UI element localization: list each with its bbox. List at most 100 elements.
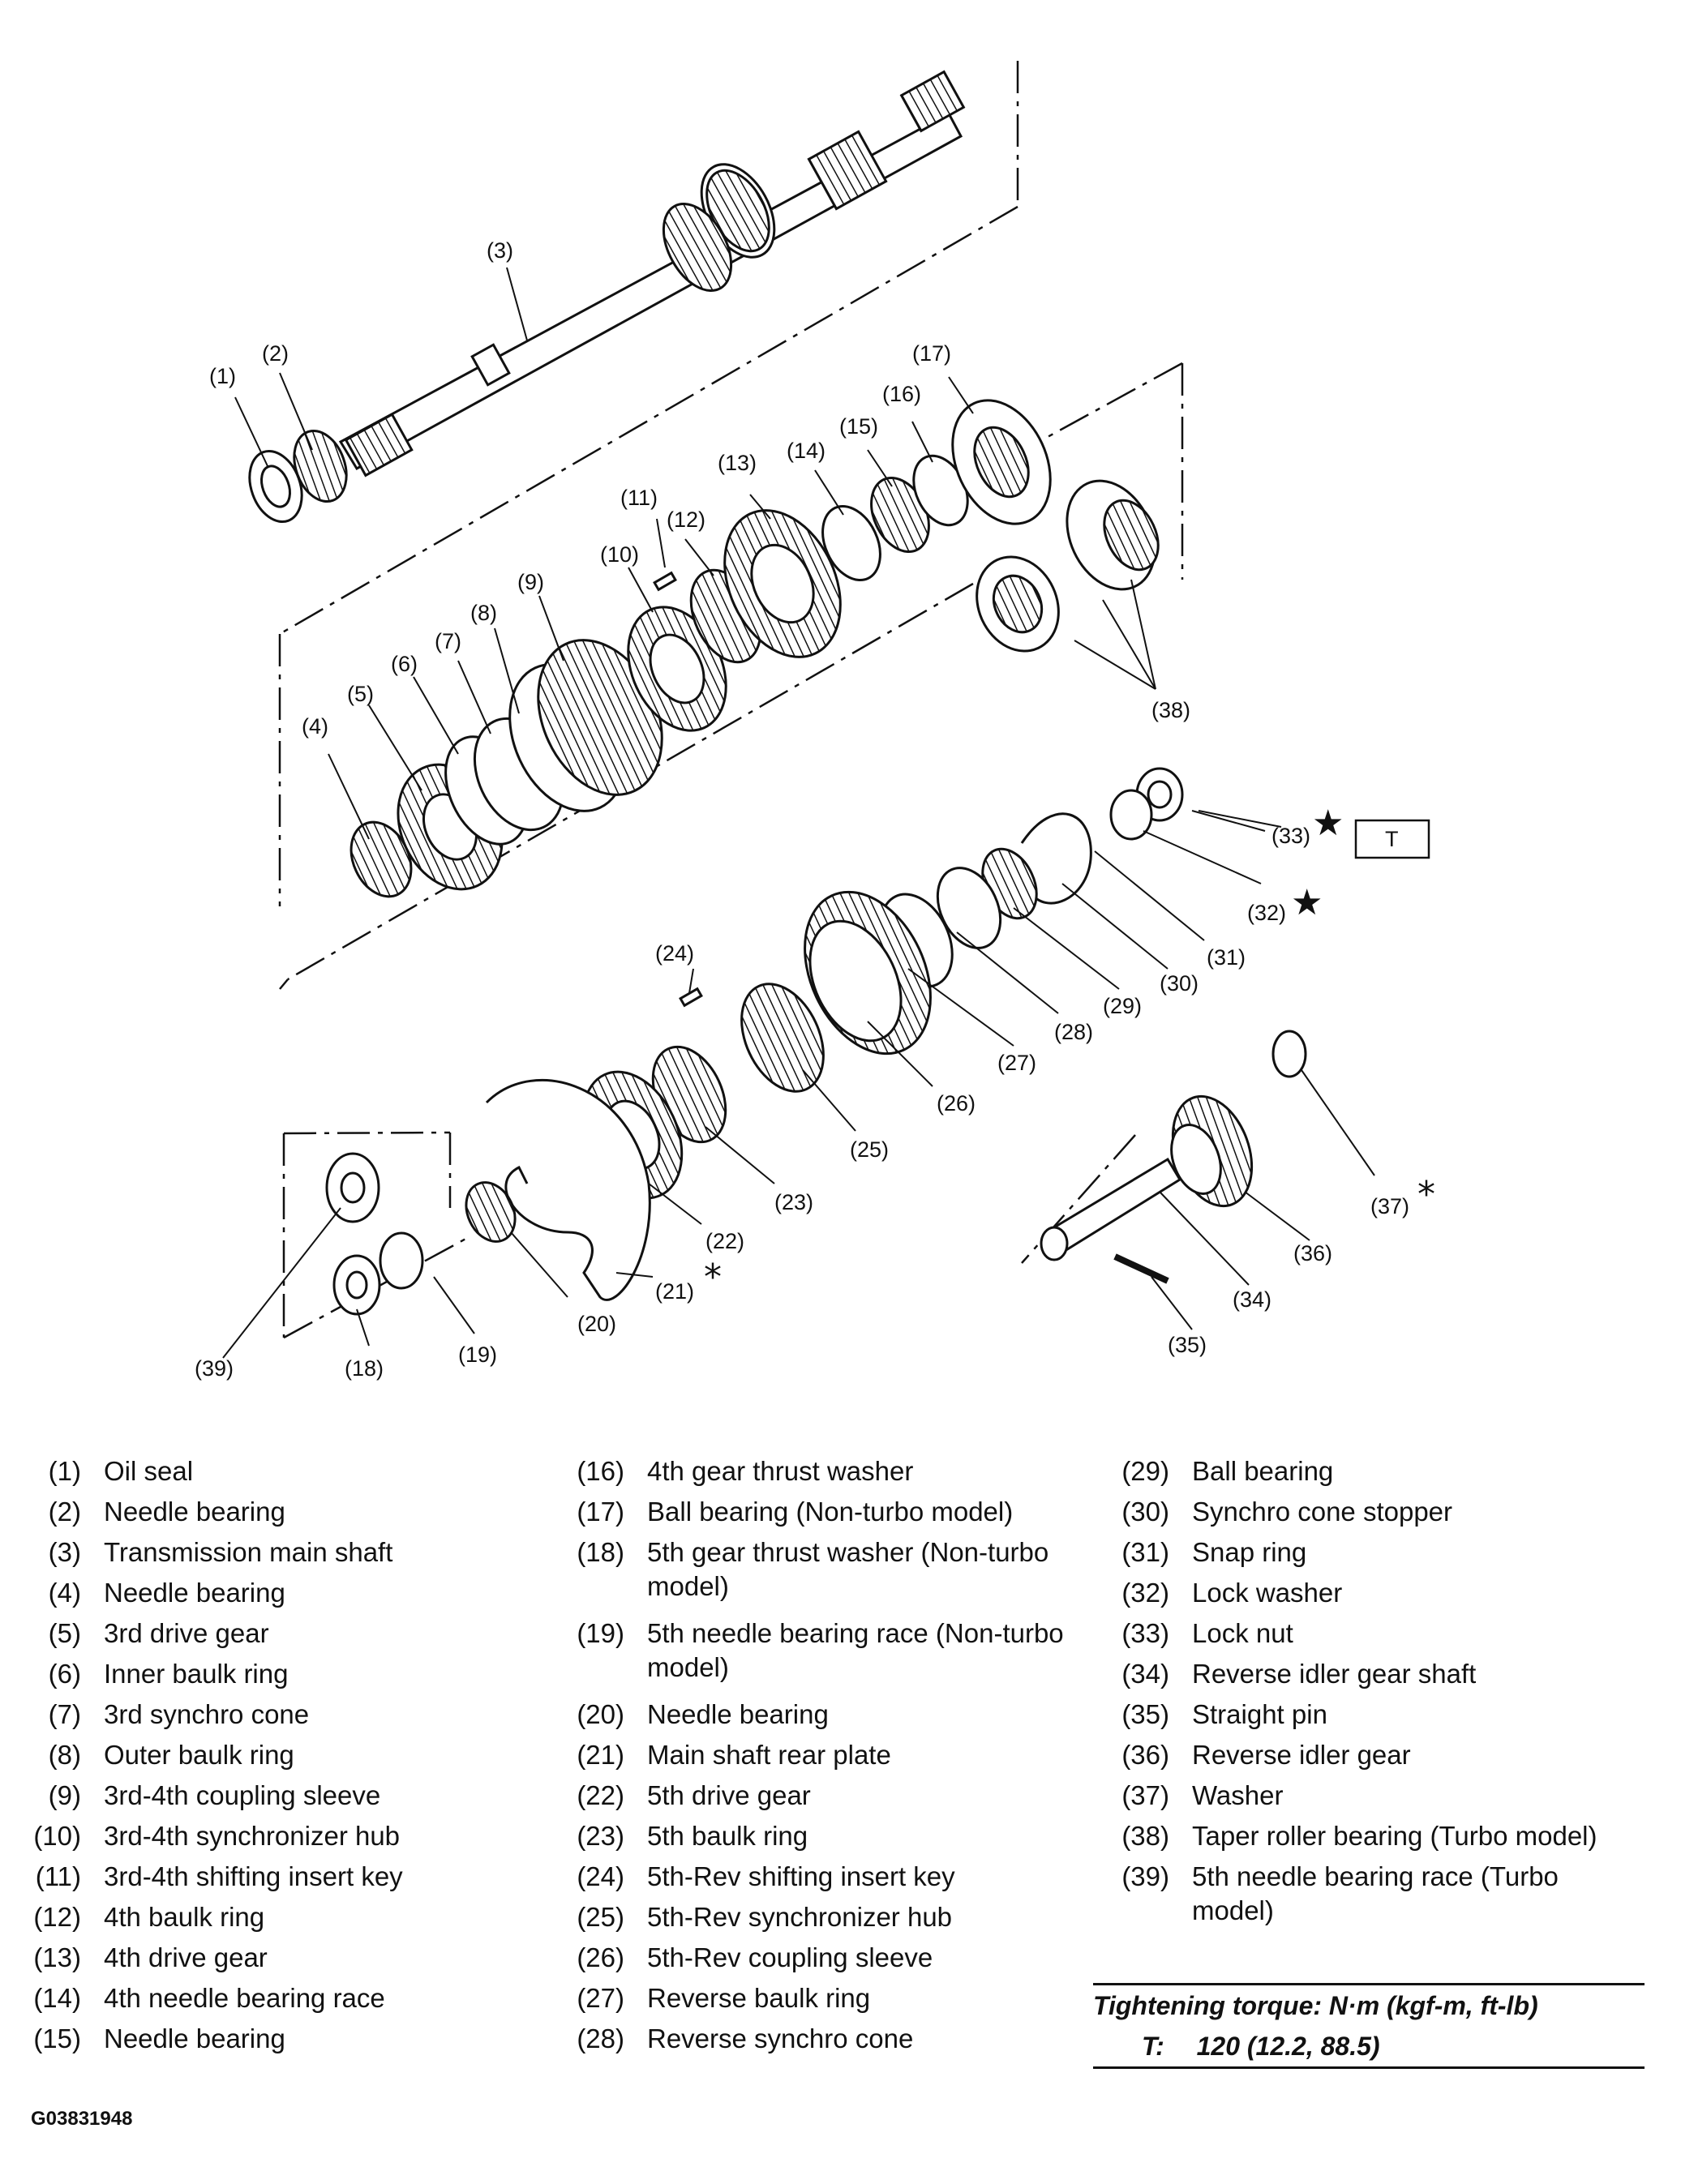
legend-text: Transmission main shaft: [104, 1537, 393, 1567]
callout-7: (7): [435, 629, 461, 653]
callout-19: (19): [458, 1343, 497, 1367]
legend-num: (10): [33, 1821, 81, 1851]
legend-num: (24): [577, 1861, 624, 1891]
legend-num: (22): [577, 1780, 624, 1810]
callout-3: (3): [487, 238, 513, 263]
legend-text: 4th drive gear: [104, 1942, 268, 1972]
legend-num: (36): [1121, 1740, 1169, 1770]
legend-num: (3): [48, 1537, 81, 1567]
legend-num: (26): [577, 1942, 624, 1972]
callout-38: (38): [1151, 698, 1190, 722]
legend-text: 4th baulk ring: [104, 1902, 265, 1932]
legend-text: Washer: [1192, 1780, 1284, 1810]
legend-text: Reverse idler gear: [1192, 1740, 1411, 1770]
legend-text: Reverse baulk ring: [647, 1983, 871, 2013]
legend-text: Outer baulk ring: [104, 1740, 294, 1770]
callout-1: (1): [209, 364, 236, 388]
callout-26: (26): [937, 1091, 976, 1116]
legend-num: (1): [48, 1456, 81, 1486]
callout-2: (2): [262, 341, 289, 366]
legend-text: Inner baulk ring: [104, 1659, 289, 1689]
parts-legend: (1)Oil seal (2)Needle bearing (3)Transmi…: [0, 1451, 1681, 2053]
legend-text: Snap ring: [1192, 1537, 1307, 1567]
legend-text: Ball bearing: [1192, 1456, 1334, 1486]
tightening-torque-box: Tightening torque: N·m (kgf-m, ft-lb) T:…: [1093, 1983, 1645, 2069]
legend-num: (28): [577, 2023, 624, 2053]
callout-9: (9): [517, 570, 544, 594]
callout-15: (15): [839, 414, 878, 439]
legend-text: 5th needle bearing race (Non-turbo model…: [647, 1618, 1064, 1682]
callout-14: (14): [787, 439, 825, 463]
asterisk-21: *: [704, 1257, 722, 1298]
legend-text: Taper roller bearing (Turbo model): [1192, 1821, 1597, 1851]
legend-text: Needle bearing: [104, 1578, 285, 1608]
callout-32: (32): [1247, 901, 1286, 925]
legend-text: Reverse idler gear shaft: [1192, 1659, 1477, 1689]
callout-35: (35): [1168, 1333, 1207, 1357]
legend-text: 3rd synchro cone: [104, 1699, 310, 1729]
callout-13: (13): [718, 451, 757, 475]
callout-10: (10): [600, 542, 639, 567]
legend-num: (32): [1121, 1578, 1169, 1608]
legend-num: (11): [35, 1861, 81, 1891]
legend-num: (2): [48, 1497, 81, 1527]
callout-24: (24): [655, 941, 694, 966]
legend-text: Synchro cone stopper: [1192, 1497, 1453, 1527]
legend-text: 3rd-4th synchronizer hub: [104, 1821, 401, 1851]
callout-12: (12): [667, 507, 705, 532]
callout-37: (37): [1370, 1194, 1409, 1218]
torque-heading: Tightening torque: N·m (kgf-m, ft-lb): [1093, 1991, 1538, 2020]
asterisk-37: *: [1417, 1174, 1435, 1215]
callout-33: (33): [1271, 824, 1310, 848]
legend-num: (9): [48, 1780, 81, 1810]
callout-23: (23): [774, 1190, 813, 1214]
callout-20: (20): [577, 1312, 616, 1336]
legend-text: 4th needle bearing race: [104, 1983, 385, 2013]
legend-text: Needle bearing: [647, 1699, 829, 1729]
legend-num: (6): [48, 1659, 81, 1689]
torque-value-row: T: 120 (12.2, 88.5): [1093, 2026, 1645, 2066]
legend-num: (29): [1121, 1456, 1169, 1486]
torque-label: T:: [1142, 2032, 1164, 2061]
exploded-view-diagram: (1) (2) (3) (4) (5) (6) (7) (8) (9) (10)…: [195, 61, 1435, 1381]
callout-29: (29): [1103, 994, 1142, 1018]
legend-text: 5th drive gear: [647, 1780, 811, 1810]
figure-id: G03831948: [31, 2108, 133, 2130]
legend-num: (35): [1121, 1699, 1169, 1729]
torque-value: 120 (12.2, 88.5): [1196, 2032, 1380, 2061]
callout-6: (6): [391, 652, 418, 676]
legend-text: 3rd-4th coupling sleeve: [104, 1780, 381, 1810]
torque-rule-top: [1093, 1983, 1645, 1985]
star-32: ★: [1291, 882, 1323, 923]
legend-num: (34): [1121, 1659, 1169, 1689]
callout-18: (18): [345, 1356, 384, 1381]
legend-num: (31): [1121, 1537, 1169, 1567]
callout-16: (16): [882, 382, 921, 406]
legend-num: (39): [1121, 1861, 1169, 1891]
legend-num: (7): [48, 1699, 81, 1729]
callout-17: (17): [912, 341, 951, 366]
callout-28: (28): [1054, 1020, 1093, 1044]
legend-text: Straight pin: [1192, 1699, 1327, 1729]
callout-27: (27): [997, 1051, 1036, 1075]
legend-text: Reverse synchro cone: [647, 2023, 914, 2053]
legend-num: (25): [577, 1902, 624, 1932]
legend-num: (33): [1121, 1618, 1169, 1648]
legend-text: Ball bearing (Non-turbo model): [647, 1497, 1014, 1527]
legend-text: 5th-Rev shifting insert key: [647, 1861, 955, 1891]
callout-21: (21): [655, 1279, 694, 1304]
torque-box: [1354, 819, 1430, 859]
star-33: ★: [1312, 803, 1344, 844]
legend-text: Needle bearing: [104, 2023, 285, 2053]
callout-34: (34): [1233, 1287, 1271, 1312]
callout-22: (22): [705, 1229, 744, 1253]
legend-num: (5): [48, 1618, 81, 1648]
legend-num: (15): [33, 2023, 81, 2053]
callout-4: (4): [302, 714, 328, 739]
callout-39: (39): [195, 1356, 234, 1381]
legend-text: 3rd-4th shifting insert key: [104, 1861, 403, 1891]
callout-30: (30): [1160, 971, 1199, 996]
legend-text: Lock washer: [1192, 1578, 1343, 1608]
legend-text: 5th-Rev coupling sleeve: [647, 1942, 933, 1972]
legend-num: (19): [577, 1618, 624, 1648]
